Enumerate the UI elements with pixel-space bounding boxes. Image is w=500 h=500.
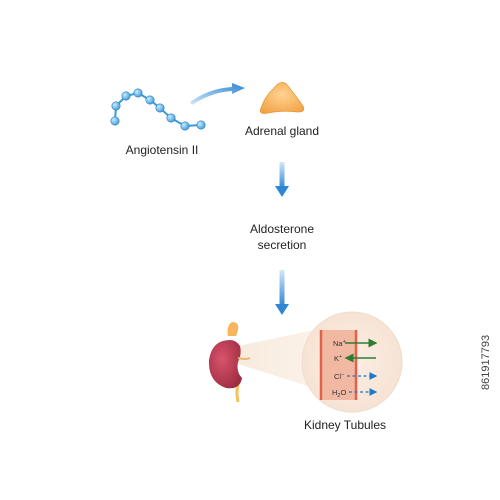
ion-arrows xyxy=(344,338,378,396)
adrenal-gland-label: Adrenal gland xyxy=(244,124,320,138)
ion-label-k: K+ xyxy=(334,354,342,363)
kidney-icon xyxy=(208,322,251,403)
down-arrow-icon xyxy=(275,162,289,197)
down-arrow-icon xyxy=(275,270,289,315)
angiotensin-molecule-icon xyxy=(110,88,206,131)
aldosterone-label-line2: secretion xyxy=(257,238,307,252)
ion-label-h2o: H2O xyxy=(332,388,346,399)
tubule-cell-layer xyxy=(319,330,358,400)
watermark-id: 861917793 xyxy=(480,334,492,390)
ion-label-cl: Cl− xyxy=(334,372,344,381)
ion-label-na: Na+ xyxy=(333,339,346,348)
curved-arrow-icon xyxy=(190,83,245,105)
aldosterone-label-line1: Aldosterone xyxy=(249,222,315,236)
kidney-tubules-label: Kidney Tubules xyxy=(303,418,387,432)
adrenal-gland-icon xyxy=(259,82,305,114)
angiotensin-label: Angiotensin II xyxy=(125,143,199,157)
